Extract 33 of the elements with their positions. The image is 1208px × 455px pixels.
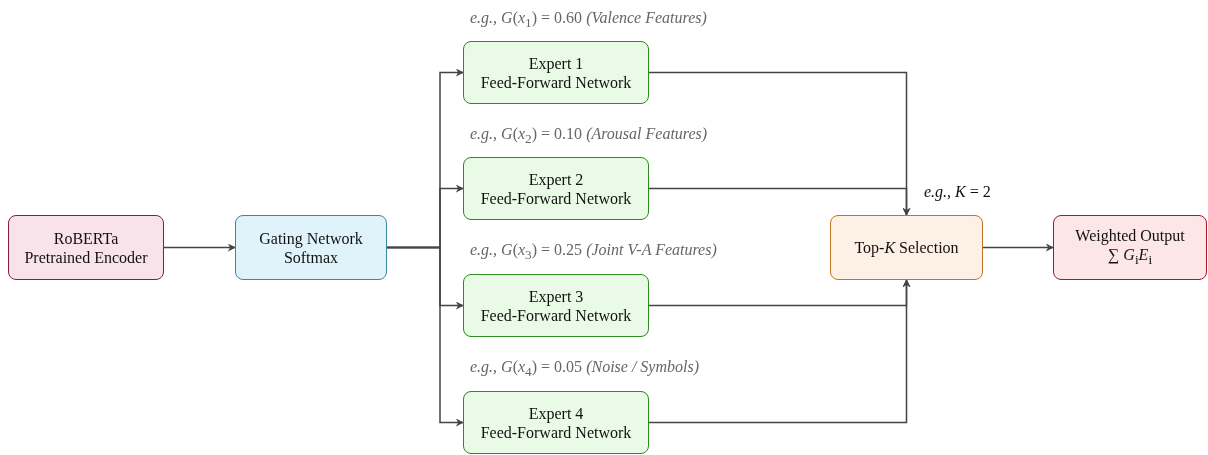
node-subtitle: Feed-Forward Network bbox=[480, 306, 632, 325]
annotation-text: e.g., G(x$_{2}$) = 0.10 (Arousal Features) bbox=[470, 124, 708, 149]
arrow bbox=[648, 279, 911, 424]
node-subtitle: Softmax bbox=[283, 248, 339, 267]
node-subtitle: Feed-Forward Network bbox=[480, 73, 632, 92]
node-title: RoBERTa bbox=[53, 228, 119, 248]
arrow bbox=[386, 246, 464, 427]
annotation-text: e.g., G(x$_{4}$) = 0.05 (Noise / Symbols) bbox=[470, 357, 699, 382]
arrow bbox=[648, 187, 911, 216]
expert-box bbox=[463, 157, 649, 220]
node-subtitle: ∑ G$_{i}$E$_{i}$ bbox=[1107, 245, 1153, 270]
encoder-box bbox=[8, 215, 164, 280]
node-subtitle: Pretrained Encoder bbox=[24, 247, 148, 267]
arrow bbox=[163, 243, 236, 252]
node-title: Expert 4 bbox=[528, 403, 584, 423]
annotation-text: e.g., G(x$_{1}$) = 0.60 (Valence Features) bbox=[470, 8, 707, 33]
node-title: Expert 1 bbox=[528, 53, 584, 73]
node-title: Top-K Selection bbox=[854, 238, 959, 257]
node-title: Expert 3 bbox=[528, 286, 584, 306]
node-subtitle: Feed-Forward Network bbox=[480, 423, 632, 442]
node-title: Weighted Output bbox=[1075, 225, 1185, 245]
node-subtitle: Feed-Forward Network bbox=[480, 189, 632, 208]
annotation-text: e.g., G(x$_{3}$) = 0.25 (Joint V-A Features) bbox=[470, 240, 717, 265]
expert-box bbox=[463, 274, 649, 337]
annotation-text: e.g., K = 2 bbox=[924, 182, 991, 202]
expert-box bbox=[463, 391, 649, 454]
gate-box bbox=[235, 215, 387, 280]
output-box bbox=[1053, 215, 1207, 280]
select-box bbox=[830, 215, 983, 280]
expert-box bbox=[463, 41, 649, 104]
node-title: Expert 2 bbox=[528, 169, 584, 189]
arrow bbox=[982, 243, 1054, 252]
node-title: Gating Network bbox=[259, 228, 363, 248]
